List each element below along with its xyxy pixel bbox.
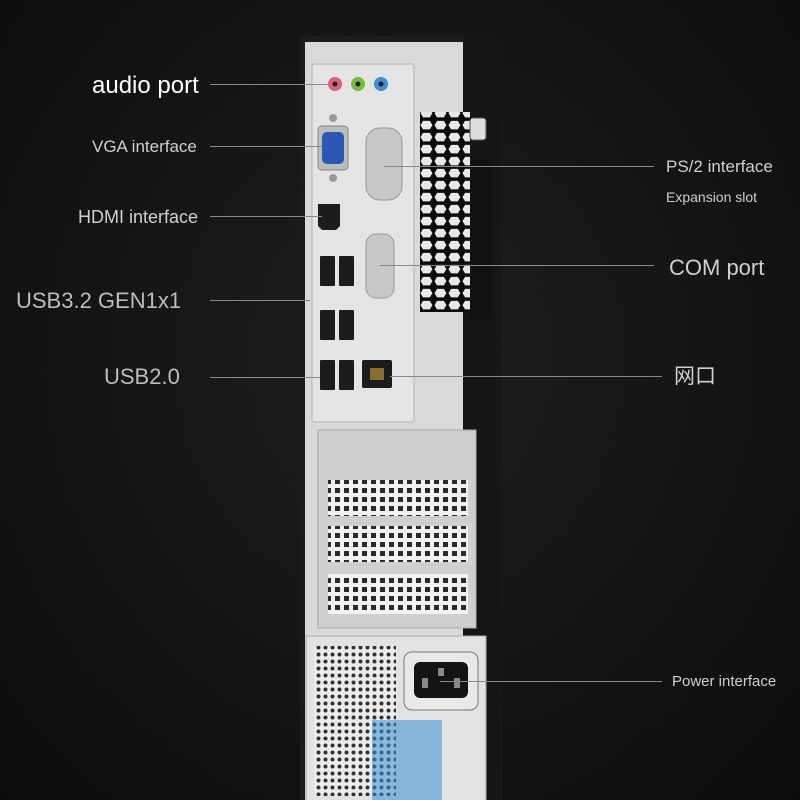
usb20-ports [320,360,354,390]
psu-fan [372,720,442,800]
hex-vent [420,112,470,312]
label-usb20: USB2.0 [104,364,180,389]
expansion-slot-2 [328,526,468,562]
label-com-port: COM port [669,255,765,280]
lock-button [469,117,487,141]
label-network-port: 网口 [674,365,716,388]
label-usb32: USB3.2 GEN1x1 [16,288,182,313]
hdmi-port [318,204,340,230]
label-audio-port: audio port [92,72,199,99]
label-vga-interface: VGA interface [92,137,197,156]
label-ps2-interface: PS/2 interface [666,157,773,176]
expansion-slot-1 [328,480,468,516]
label-hdmi-interface: HDMI interface [78,207,199,227]
expansion-slot-3 [328,574,468,614]
usb32-ports [320,256,354,340]
label-expansion-slot: Expansion slot [666,189,758,205]
ps2-knockout [365,127,403,201]
label-power-interface: Power interface [672,673,777,690]
com-knockout [365,233,395,299]
